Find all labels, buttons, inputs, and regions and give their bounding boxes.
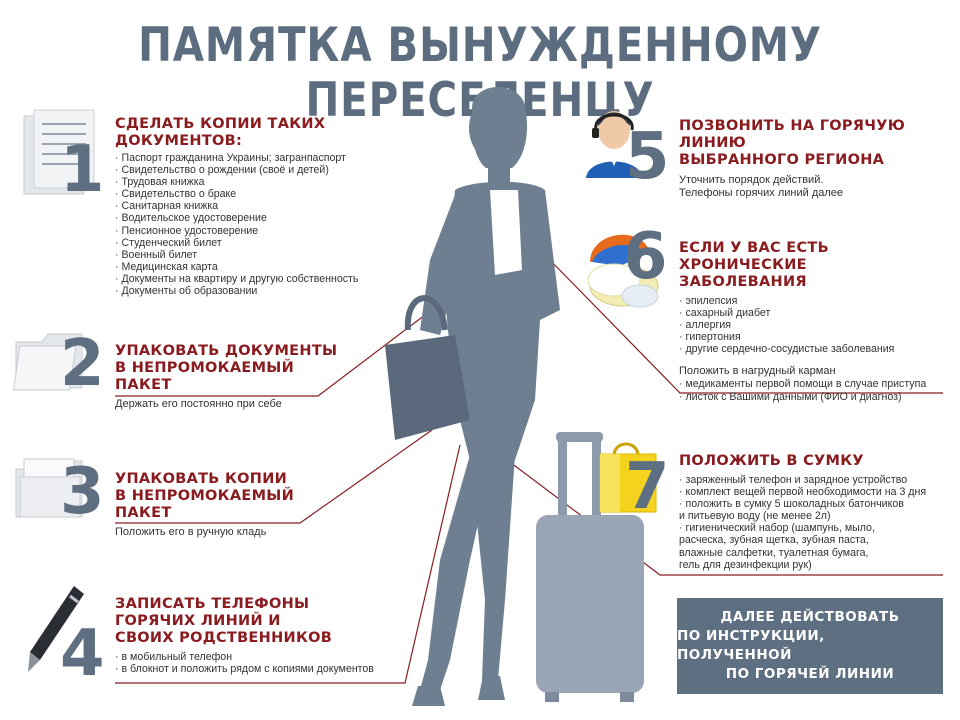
step-1-list: Паспорт гражданина Украины; загранпаспор… (115, 152, 415, 297)
step-4-list: в мобильный телефон в блокнот и положить… (115, 651, 415, 675)
step-3-heading-line: УПАКОВАТЬ КОПИИ (115, 471, 288, 487)
step-6-heading-line: ЗАБОЛЕВАНИЯ (679, 274, 807, 290)
shopping-bag-icon (599, 442, 657, 513)
list-item: сахарный диабет (679, 307, 949, 319)
step-5-block: ПОЗВОНИТЬ НА ГОРЯЧУЮ ЛИНИЮ ВЫБРАННОГО РЕ… (679, 118, 949, 200)
documents-icon (23, 109, 95, 195)
banner-line: ПО ГОРЯЧЕЙ ЛИНИИ (725, 666, 895, 682)
step-3-heading-line: В НЕПРОМОКАЕМЫЙ ПАКЕТ (115, 488, 295, 521)
step-7-heading: ПОЛОЖИТЬ В СУМКУ (679, 453, 864, 469)
list-item: Свидетельство о рождении (своё и детей) (115, 164, 415, 176)
step-7-block: ПОЛОЖИТЬ В СУМКУ · заряженный телефон и … (679, 453, 947, 571)
banner-line: ПО ИНСТРУКЦИИ, ПОЛУЧЕННОЙ (677, 628, 825, 663)
step-5-text-line: Телефоны горячих линий далее (679, 187, 844, 199)
operator-icon (586, 111, 642, 178)
list-item: · заряженный телефон и зарядное устройст… (679, 474, 908, 486)
step-6-list: эпилепсия сахарный диабет аллергия гипер… (679, 295, 949, 355)
step-number-4: 4 (60, 617, 105, 691)
next-steps-banner: ДАЛЕЕ ДЕЙСТВОВАТЬ ПО ИНСТРУКЦИИ, ПОЛУЧЕН… (677, 598, 943, 694)
list-item: Свидетельство о браке (115, 188, 415, 200)
list-item: · комплект вещей первой необходимости на… (679, 486, 927, 499)
step-number-5: 5 (625, 120, 670, 194)
step-number-1: 1 (60, 133, 105, 207)
shirt-detail (490, 190, 522, 275)
step-2-text: Держать его постоянно при себе (115, 398, 282, 410)
step-1-heading: СДЕЛАТЬ КОПИИ ТАКИХ ДОКУМЕНТОВ: (115, 116, 326, 149)
list-item: и питьевую воду (не менее 2л) (679, 510, 831, 523)
list-item: Медицинская карта (115, 261, 415, 273)
list-item: Санитарная книжка (115, 200, 415, 212)
list-item: Трудовая книжка (115, 176, 415, 188)
step-1-block: СДЕЛАТЬ КОПИИ ТАКИХ ДОКУМЕНТОВ: Паспорт … (115, 116, 415, 297)
list-item: Пенсионное удостоверение (115, 225, 415, 237)
pen-icon (28, 586, 84, 672)
step-5-heading-line: ПОЗВОНИТЬ НА ГОРЯЧУЮ ЛИНИЮ (679, 118, 906, 151)
step-5-text-line: Уточнить порядок действий. (679, 174, 824, 186)
list-item: · положить в сумку 5 шоколадных батончик… (679, 498, 904, 511)
step-6-note: Положить в нагрудный карман (679, 365, 836, 378)
step-3-block: УПАКОВАТЬ КОПИИ В НЕПРОМОКАЕМЫЙ ПАКЕТ По… (115, 471, 355, 539)
list-item: Документы об образовании (115, 285, 415, 297)
step-2-heading-line: УПАКОВАТЬ ДОКУМЕНТЫ (115, 343, 338, 359)
woman-figure (412, 87, 560, 706)
step-5-heading-line: ВЫБРАННОГО РЕГИОНА (679, 152, 885, 168)
list-item: · гигиенический набор (шампунь, мыло, (679, 522, 875, 535)
step-2-block: УПАКОВАТЬ ДОКУМЕНТЫ В НЕПРОМОКАЕМЫЙ ПАКЕ… (115, 343, 355, 411)
handbag-illustration (385, 295, 470, 440)
step-number-7: 7 (625, 450, 670, 524)
list-item: в мобильный телефон (115, 651, 415, 663)
step-2-heading-line: В НЕПРОМОКАЕМЫЙ ПАКЕТ (115, 360, 295, 393)
folder-icon (12, 333, 83, 391)
list-item: Документы на квартиру и другую собственн… (115, 273, 415, 285)
step-4-block: ЗАПИСАТЬ ТЕЛЕФОНЫ ГОРЯЧИХ ЛИНИЙ И СВОИХ … (115, 596, 415, 675)
step-6-block: ЕСЛИ У ВАС ЕСТЬ ХРОНИЧЕСКИЕ ЗАБОЛЕВАНИЯ … (679, 240, 949, 403)
list-item: другие сердечно-сосудистые заболевания (679, 343, 949, 355)
step-4-heading-line: ЗАПИСАТЬ ТЕЛЕФОНЫ (115, 596, 310, 612)
list-item: гипертония (679, 331, 949, 343)
folder-copies-icon (15, 458, 83, 518)
suitcase-illustration (536, 432, 644, 702)
step-7-list: · заряженный телефон и зарядное устройст… (679, 474, 947, 571)
step-4-heading-line: СВОИХ РОДСТВЕННИКОВ (115, 630, 333, 646)
banner-line: ДАЛЕЕ ДЕЙСТВОВАТЬ (720, 609, 900, 625)
list-item: в блокнот и положить рядом с копиями док… (115, 663, 415, 675)
step-4-heading-line: ГОРЯЧИХ ЛИНИЙ И (115, 613, 281, 629)
list-item: аллергия (679, 319, 949, 331)
step-3-text: Положить его в ручную кладь (115, 526, 267, 538)
list-item: влажные салфетки, туалетная бумага, (679, 546, 869, 559)
step-number-2: 2 (60, 327, 105, 401)
list-item: Водительское удостоверение (115, 212, 415, 224)
step-number-6: 6 (623, 220, 668, 294)
list-item: Студенческий билет (115, 237, 415, 249)
step-6-list-2: медикаменты первой помощи в случае прист… (679, 378, 949, 402)
pills-icon (587, 234, 659, 308)
list-item: Военный билет (115, 249, 415, 261)
list-item: Паспорт гражданина Украины; загранпаспор… (115, 152, 415, 164)
step-number-3: 3 (60, 455, 105, 529)
list-item: листок с Вашими данными (ФИО и диагноз) (679, 391, 949, 403)
step-6-heading-line: ЕСЛИ У ВАС ЕСТЬ ХРОНИЧЕСКИЕ (679, 240, 829, 273)
list-item: эпилепсия (679, 295, 949, 307)
list-item: расческа, зубная щетка, зубная паста, (679, 534, 869, 547)
list-item: медикаменты первой помощи в случае прист… (679, 378, 949, 390)
list-item: гель для дезинфекции рук) (679, 558, 812, 571)
